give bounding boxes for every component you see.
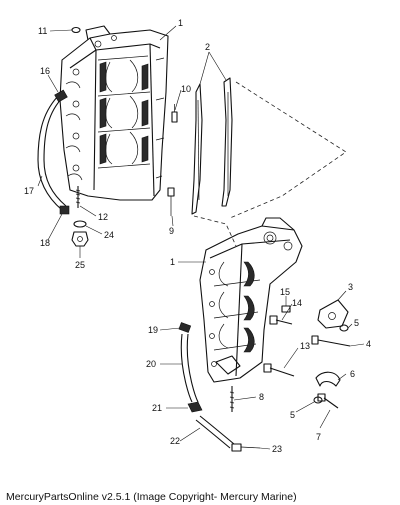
- exploded-parts-diagram: 1 2 11 16 10 17 12 9 18 24 25 1 3 15 14 …: [24, 18, 371, 454]
- callout-25: 25: [75, 260, 85, 270]
- plug-part-11: [71, 26, 81, 34]
- callout-19: 19: [148, 325, 158, 335]
- fitting-part-10: [171, 104, 178, 123]
- fitting-part-18: [59, 205, 70, 215]
- callout-numbers: 1 2 11 16 10 17 12 9 18 24 25 1 3 15 14 …: [24, 18, 371, 454]
- upper-crankcase-block: [59, 25, 169, 201]
- alignment-dashed-lines: [193, 81, 347, 247]
- lower-crankcase-block: [199, 217, 303, 383]
- stud-part-8: [229, 386, 235, 412]
- fitting-part-9: [167, 187, 175, 216]
- callout-20: 20: [146, 359, 156, 369]
- fitting-part-23: [231, 443, 261, 452]
- fitting-part-21: [187, 401, 203, 413]
- nut-part-25: [71, 231, 89, 247]
- callout-5-lower: 5: [290, 410, 295, 420]
- hose-part-17: [37, 93, 67, 211]
- copyright-caption: MercuryPartsOnline v2.5.1 (Image Copyrig…: [6, 491, 297, 503]
- callout-24: 24: [104, 230, 114, 240]
- callout-15: 15: [280, 287, 290, 297]
- hose-part-22: [195, 415, 235, 449]
- callout-13: 13: [300, 341, 310, 351]
- stud-part-12: [75, 186, 81, 208]
- bolt-part-13: [263, 363, 295, 377]
- hose-part-20: [180, 333, 199, 403]
- callout-18: 18: [40, 238, 50, 248]
- callout-5-right: 5: [354, 318, 359, 328]
- part-2-strip-gaskets: [191, 77, 233, 215]
- callout-9: 9: [169, 226, 174, 236]
- leader-lines: [37, 25, 365, 450]
- callout-1-bottom: 1: [170, 257, 175, 267]
- callout-3: 3: [348, 282, 353, 292]
- callout-21: 21: [152, 403, 162, 413]
- washer-part-5-right: [339, 324, 349, 332]
- callout-23: 23: [272, 444, 282, 454]
- callout-2: 2: [205, 42, 210, 52]
- fitting-part-16: [54, 89, 68, 103]
- washer-part-24: [73, 220, 87, 228]
- callout-11: 11: [38, 26, 47, 36]
- screw-part-7: [317, 393, 339, 409]
- callout-10: 10: [181, 84, 191, 94]
- bracket-part-3: [317, 299, 349, 329]
- fitting-part-19: [178, 322, 192, 333]
- clamp-part-6: [315, 371, 341, 387]
- callout-17: 17: [24, 186, 34, 196]
- callout-22: 22: [170, 436, 180, 446]
- callout-12: 12: [98, 212, 108, 222]
- screw-part-4: [311, 335, 351, 347]
- screw-part-14: [269, 315, 293, 325]
- callout-7: 7: [316, 432, 321, 442]
- callout-8: 8: [259, 392, 264, 402]
- callout-14: 14: [292, 298, 302, 308]
- callout-16: 16: [40, 66, 50, 76]
- callout-6: 6: [350, 369, 355, 379]
- callout-1-top: 1: [178, 18, 183, 28]
- callout-4: 4: [366, 339, 371, 349]
